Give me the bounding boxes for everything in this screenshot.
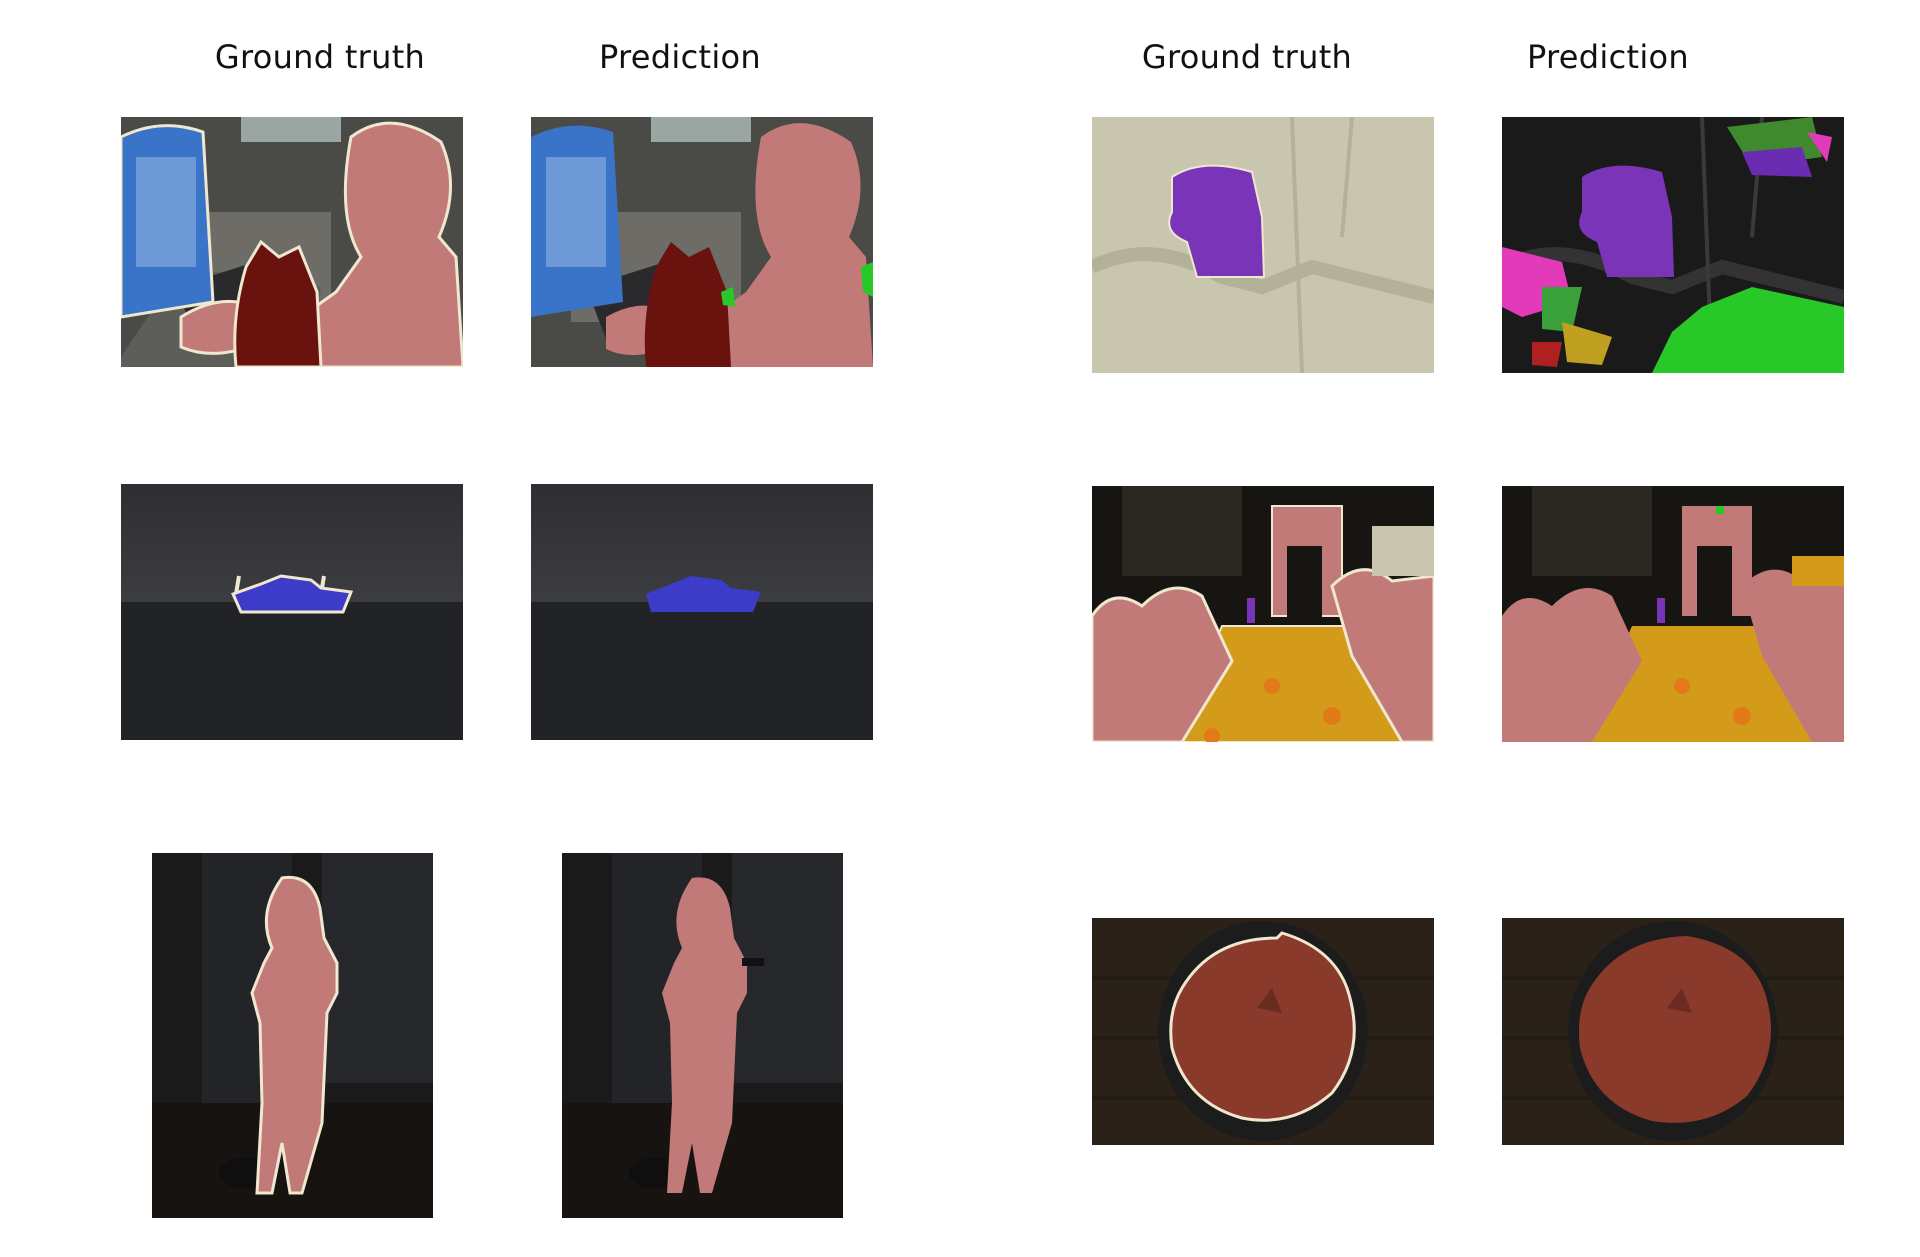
image-gt-ship-sea [121, 484, 463, 740]
image-pred-man-cat-computer [531, 117, 873, 367]
image-pred-cat-bowl [1502, 918, 1844, 1145]
header-right-prediction: Prediction [1527, 38, 1689, 76]
image-gt-dinner-group [1092, 486, 1434, 742]
header-right-ground-truth: Ground truth [1141, 38, 1353, 76]
image-pred-dog-basket [1502, 117, 1844, 373]
image-gt-cat-bowl [1092, 918, 1434, 1145]
image-pred-toddler [562, 853, 843, 1218]
header-left-prediction: Prediction [599, 38, 761, 76]
header-left-ground-truth: Ground truth [214, 38, 426, 76]
image-gt-toddler [152, 853, 433, 1218]
image-gt-dog-basket [1092, 117, 1434, 373]
image-pred-dinner-group [1502, 486, 1844, 742]
image-gt-man-cat-computer [121, 117, 463, 367]
image-pred-ship-sea [531, 484, 873, 740]
